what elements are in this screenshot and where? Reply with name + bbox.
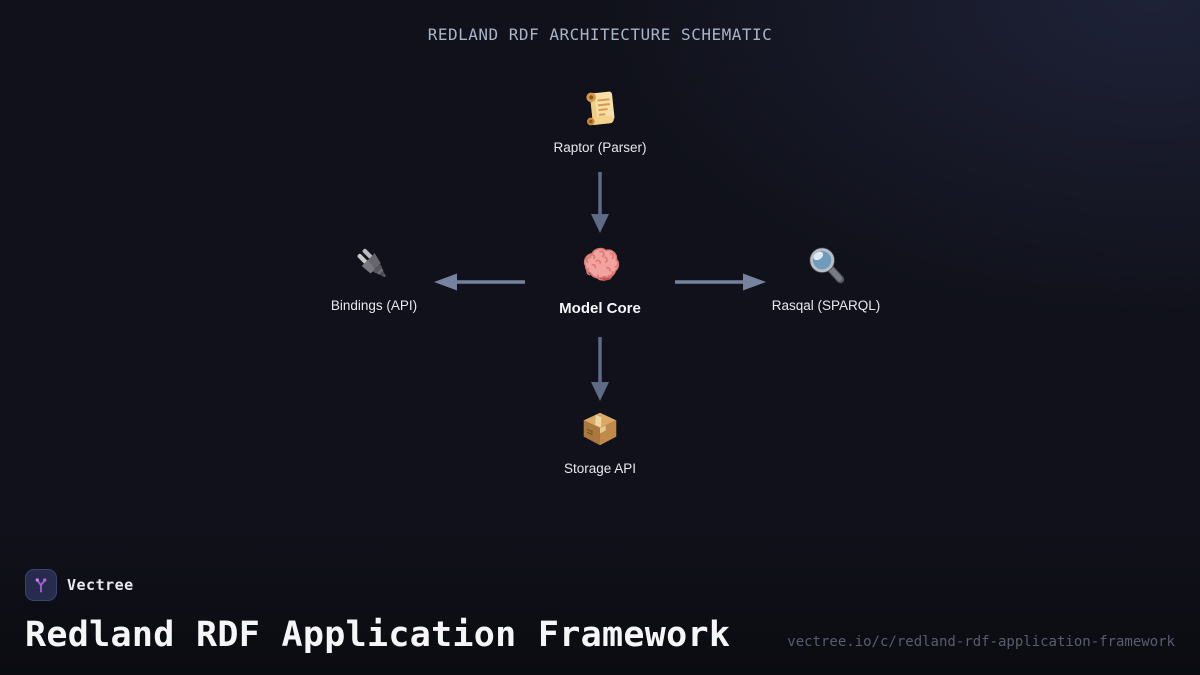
brain-icon (583, 247, 620, 282)
brand-row: Vectree (25, 569, 1175, 601)
package-box-icon (583, 412, 617, 446)
node-model-core-label: Model Core (559, 300, 641, 317)
node-raptor: Raptor (Parser) (510, 85, 690, 155)
vectree-branch-icon (35, 578, 47, 593)
edge-model-storage-arrow (591, 337, 609, 401)
vectree-logo (25, 569, 57, 601)
node-rasqal-label: Rasqal (SPARQL) (771, 298, 881, 313)
brand-name: Vectree (67, 576, 134, 594)
edge-raptor-model-arrow (591, 172, 609, 233)
node-bindings-label: Bindings (API) (330, 298, 418, 313)
title-row: Redland RDF Application Framework vectre… (25, 615, 1175, 655)
footer: Vectree Redland RDF Application Framewor… (25, 569, 1175, 655)
page-title: Redland RDF Application Framework (25, 615, 731, 655)
node-storage: Storage API (510, 406, 690, 476)
node-storage-label: Storage API (563, 461, 637, 476)
magnifier-icon (809, 247, 845, 284)
node-model-core: Model Core (510, 242, 690, 317)
schematic-title: REDLAND RDF ARCHITECTURE SCHEMATIC (427, 25, 773, 44)
node-raptor-label: Raptor (Parser) (553, 140, 647, 155)
plug-icon (357, 248, 386, 278)
node-rasqal: Rasqal (SPARQL) (736, 243, 916, 313)
scroll-icon (586, 91, 615, 126)
page-url: vectree.io/c/redland-rdf-application-fra… (787, 634, 1175, 650)
node-bindings: Bindings (API) (284, 243, 464, 313)
